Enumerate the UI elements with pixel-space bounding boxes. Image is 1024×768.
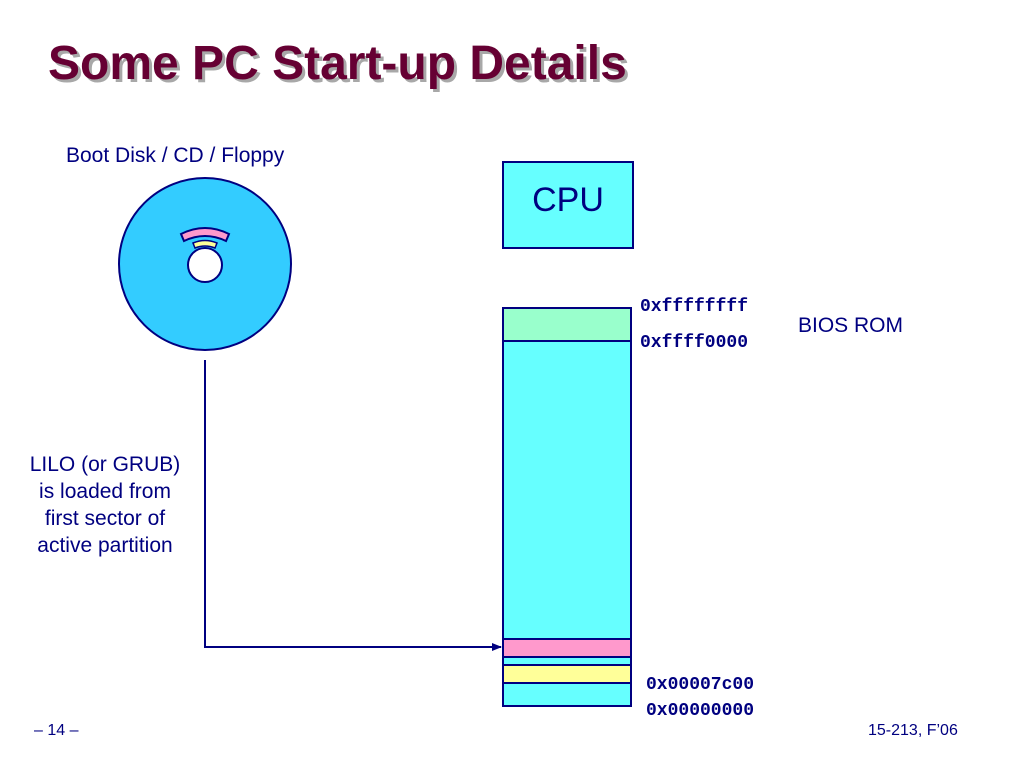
page-number: – 14 – (34, 722, 79, 739)
annotation-line: first sector of (44, 507, 166, 530)
cpu-box: CPU (502, 161, 634, 249)
annotation-line: active partition (37, 534, 173, 557)
address-boot: 0x00007c00 (646, 675, 755, 695)
bios-rom-region (502, 307, 632, 342)
load-arrow (204, 360, 502, 651)
annotation-line: is loaded from (39, 480, 171, 503)
lilo-annotation: LILO (or GRUB) is loaded from first sect… (8, 451, 202, 559)
disk-sector-outer (179, 227, 231, 243)
address-top: 0xffffffff (640, 297, 749, 317)
memory-map (502, 307, 632, 707)
boot-sector-region (502, 638, 632, 658)
boot-load-region (502, 664, 632, 684)
boot-disk (118, 177, 292, 351)
bios-rom-label: BIOS ROM (798, 314, 904, 337)
annotation-line: LILO (or GRUB) (29, 453, 181, 476)
disk-sector-inner (192, 239, 218, 249)
address-bottom: 0x00000000 (646, 701, 755, 721)
disk-hole (187, 247, 223, 283)
boot-disk-label: Boot Disk / CD / Floppy (66, 144, 285, 167)
cpu-label: CPU (532, 180, 604, 219)
slide-title: Some PC Start-up Details (48, 37, 627, 90)
address-bios-start: 0xffff0000 (640, 333, 749, 353)
course-label: 15-213, F’06 (868, 722, 958, 739)
